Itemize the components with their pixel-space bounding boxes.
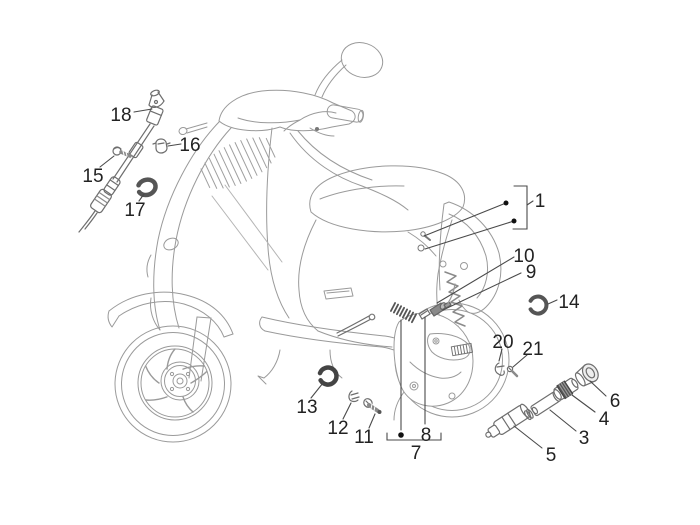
part-17-clamp-ring (136, 177, 158, 198)
seat-fastener-drawings (417, 231, 431, 252)
callout-15: 15 (82, 166, 103, 187)
callout-11: 11 (354, 427, 374, 448)
coil-spring-drawing (389, 302, 418, 324)
bracket-1-connector (526, 200, 534, 206)
leader-line-1a (423, 202, 507, 237)
callout-1: 1 (535, 191, 546, 212)
detached-parts (78, 89, 599, 438)
leader-line-15 (99, 155, 115, 168)
leader-line-13 (310, 382, 324, 399)
rear-shock-spring-drawing (444, 271, 466, 327)
callout-6: 6 (610, 391, 621, 412)
callout-13: 13 (296, 397, 317, 418)
callout-14: 14 (558, 292, 580, 313)
scooter-line-art (107, 42, 510, 443)
leader-line-14 (547, 299, 558, 305)
callout-7: 7 (411, 443, 422, 464)
part-13-clamp-ring (317, 365, 339, 387)
reference-dot-1b (511, 218, 517, 224)
seat-drawing (309, 165, 466, 233)
leader-line-20 (498, 348, 503, 362)
part-18-speedometer-cable (78, 89, 165, 233)
part-20-clip (494, 362, 505, 376)
bracket-1 (512, 185, 528, 230)
leader-line-5 (513, 425, 543, 449)
leader-lines (99, 108, 607, 449)
leader-line-21 (512, 354, 528, 368)
part-5-sleeve (485, 403, 531, 438)
callout-labels: 18 16 15 17 1 10 9 14 20 21 6 4 3 5 13 1… (82, 105, 620, 466)
leader-line-3 (549, 409, 577, 432)
bracket-7 (386, 432, 442, 441)
part-15-screw (112, 146, 132, 158)
front-wheel-drawing (114, 325, 232, 443)
callout-21: 21 (522, 339, 543, 360)
callout-17: 17 (124, 200, 145, 221)
mirror-drawing (340, 42, 384, 78)
callout-9: 9 (526, 262, 537, 283)
leader-line-16 (167, 143, 182, 147)
reference-dot-1a (503, 200, 509, 206)
part-4-adjuster (553, 377, 579, 401)
leader-line-10 (436, 256, 515, 304)
handlebar-drawing (178, 42, 409, 211)
part-6-cap (574, 363, 599, 387)
part-11-screw (363, 398, 382, 414)
leader-line-11 (368, 413, 376, 429)
leader-line-17 (138, 193, 145, 202)
callout-5: 5 (546, 445, 557, 466)
reference-dot-7 (398, 432, 404, 438)
cable-spring-assembly (336, 283, 456, 337)
leader-line-6 (589, 380, 607, 397)
part-16-clip (152, 138, 171, 154)
leg-shield-drawing (146, 121, 290, 331)
leader-line-12 (342, 402, 352, 420)
callout-12: 12 (327, 418, 348, 439)
rear-fender-drawing (438, 201, 502, 337)
transmission-cover-drawing (393, 312, 474, 421)
leader-line-1b (424, 220, 515, 250)
grille-drawing (200, 137, 276, 189)
leader-line-4 (571, 394, 596, 413)
callout-20: 20 (492, 332, 513, 353)
leader-line-9 (442, 272, 522, 311)
callout-3: 3 (579, 428, 590, 449)
callout-16: 16 (179, 135, 200, 156)
callout-4: 4 (599, 409, 610, 430)
part-12-clip (348, 390, 360, 403)
leader-line-18 (133, 108, 153, 113)
part-21-screw (506, 365, 519, 378)
callout-8: 8 (421, 425, 432, 446)
front-fender-drawing (107, 291, 234, 382)
callout-10: 10 (513, 246, 534, 267)
callout-18: 18 (110, 105, 131, 126)
part-14-circlip (528, 294, 549, 316)
